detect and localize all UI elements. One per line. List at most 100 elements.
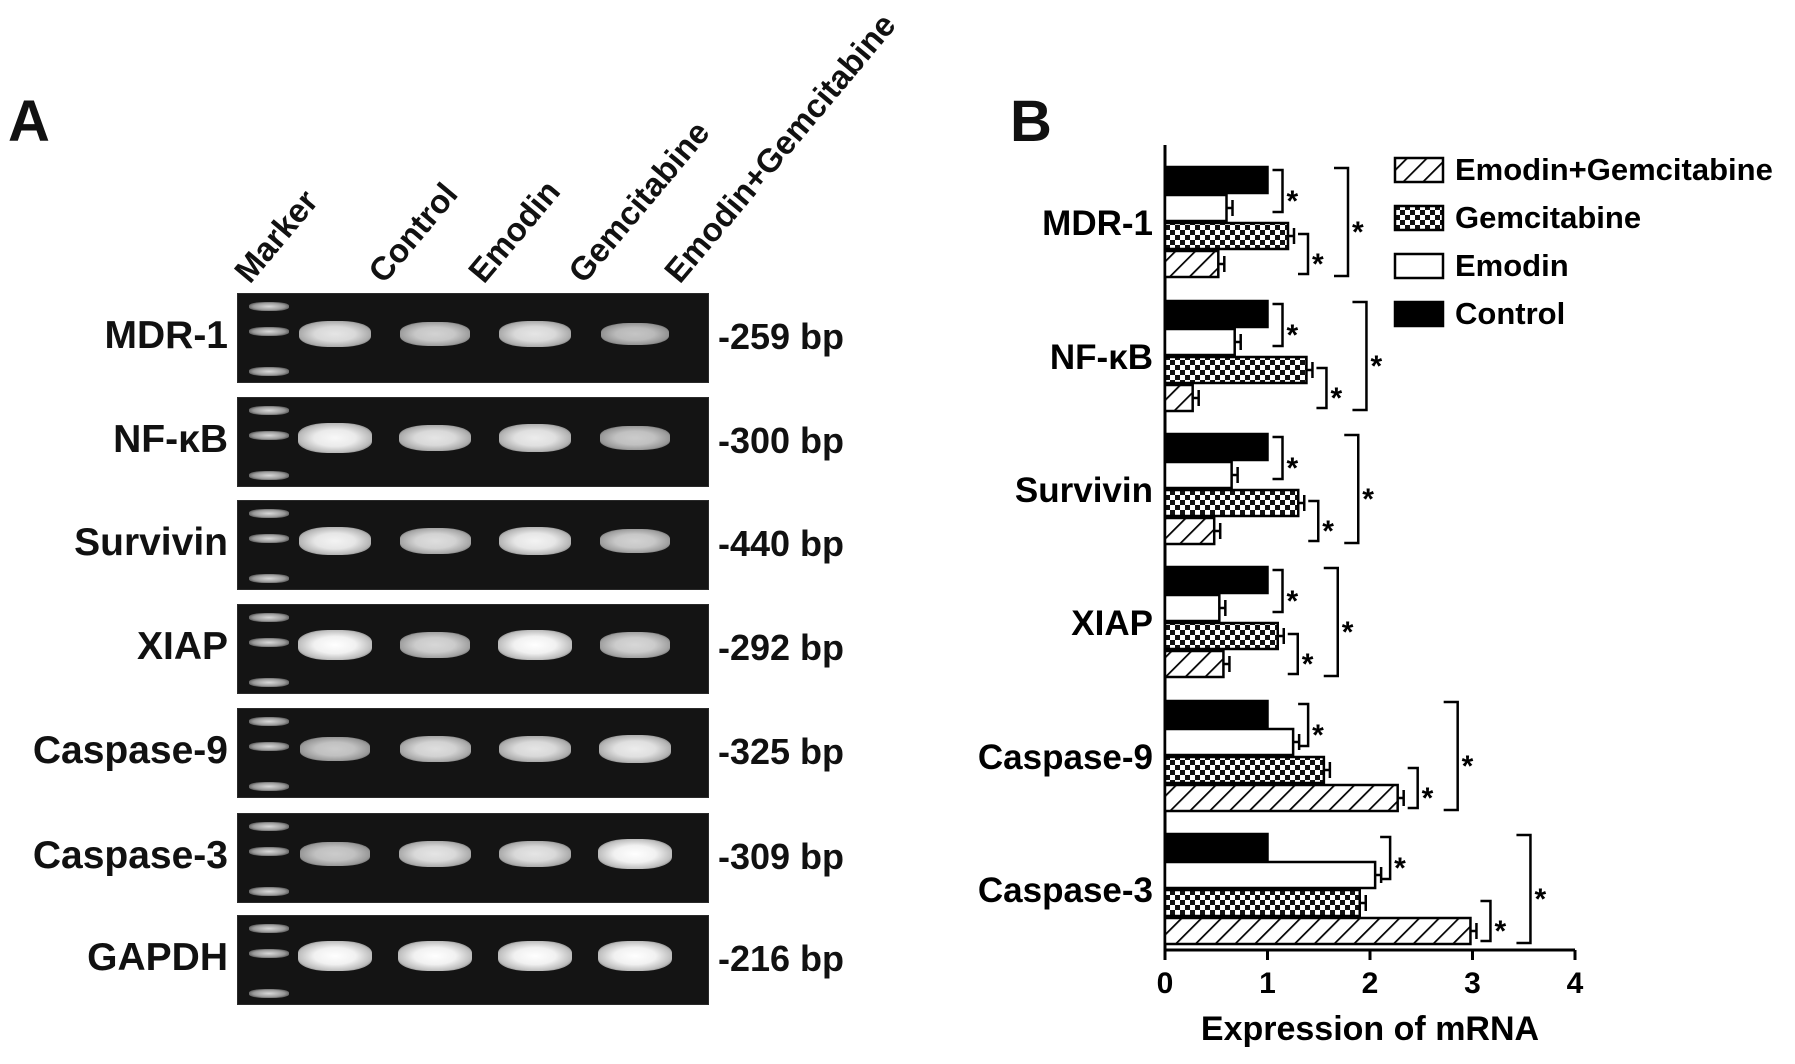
- gel-band: [400, 321, 470, 347]
- marker-band: [249, 717, 289, 726]
- category-label: NF-κB: [1050, 338, 1153, 377]
- bar-control: [1163, 699, 1269, 729]
- bar-control: [1163, 165, 1269, 195]
- significance-bracket: [1352, 300, 1368, 412]
- category-label: Survivin: [1015, 471, 1153, 510]
- significance-bracket: [1308, 499, 1320, 543]
- significance-bracket: [1407, 766, 1419, 810]
- significance-star: *: [1394, 852, 1406, 885]
- gene-label: NF-κB: [113, 418, 228, 461]
- significance-star: *: [1362, 483, 1374, 516]
- x-tick-label: 1: [1259, 967, 1276, 1000]
- legend-swatch: [1393, 156, 1445, 184]
- x-tick-label: 0: [1157, 967, 1174, 1000]
- gel-band: [600, 528, 670, 554]
- gel-band: [298, 630, 372, 660]
- significance-star: *: [1342, 616, 1354, 649]
- marker-band: [249, 886, 289, 896]
- bar-control: [1163, 299, 1269, 329]
- gel-strip: [237, 813, 709, 903]
- marker-band: [249, 988, 289, 998]
- gel-strip: [237, 915, 709, 1005]
- marker-band: [249, 573, 289, 583]
- gel-strip: [237, 708, 709, 798]
- gel-band: [598, 839, 672, 869]
- significance-star: *: [1422, 782, 1434, 815]
- marker-band: [249, 924, 289, 933]
- gel-band: [600, 426, 670, 450]
- bar-emodin: [1163, 193, 1228, 223]
- legend-label: Emodin+Gemcitabine: [1455, 152, 1773, 187]
- bp-label: -216 bp: [718, 938, 845, 979]
- gel-band: [298, 526, 372, 556]
- significance-star: *: [1287, 585, 1299, 618]
- bar-emodin-gemcitabine: [1163, 249, 1220, 279]
- bar-gemcitabine: [1163, 221, 1290, 251]
- marker-band: [249, 366, 289, 376]
- gel-band: [399, 424, 471, 452]
- marker-band: [249, 949, 289, 959]
- significance-bracket: [1443, 700, 1459, 812]
- bp-label: -292 bp: [718, 627, 845, 668]
- marker-band: [249, 431, 289, 441]
- significance-bracket: [1272, 435, 1284, 481]
- significance-bracket: [1316, 366, 1328, 410]
- bar-emodin: [1163, 327, 1236, 357]
- significance-bracket: [1272, 168, 1284, 214]
- marker-band: [249, 677, 289, 687]
- bar-emodin: [1163, 460, 1233, 490]
- bar-emodin-gemcitabine: [1163, 516, 1216, 546]
- legend-swatch: [1393, 252, 1445, 280]
- x-tick-label: 3: [1464, 967, 1481, 1000]
- legend-swatch: [1393, 300, 1445, 328]
- marker-band: [249, 781, 289, 791]
- bar-gemcitabine: [1163, 621, 1279, 651]
- marker-band: [249, 406, 289, 415]
- gel-band: [498, 526, 572, 556]
- x-axis-title: Expression of mRNA: [1201, 1010, 1539, 1048]
- significance-bracket: [1287, 632, 1299, 676]
- significance-star: *: [1534, 883, 1546, 916]
- gel-band: [600, 322, 670, 346]
- gel-band: [598, 735, 672, 763]
- significance-bracket: [1516, 833, 1532, 945]
- bar-emodin-gemcitabine: [1163, 649, 1225, 679]
- gene-label: Caspase-9: [32, 729, 228, 772]
- category-label: Caspase-9: [978, 738, 1153, 777]
- bar-emodin: [1163, 860, 1377, 890]
- category-label: XIAP: [1071, 604, 1153, 643]
- significance-bracket: [1380, 835, 1392, 881]
- gel-strip: [237, 604, 709, 694]
- gel-band: [298, 941, 372, 971]
- legend-swatch: [1393, 204, 1445, 232]
- marker-band: [249, 638, 289, 648]
- bar-control: [1163, 565, 1269, 595]
- gel-band: [399, 632, 471, 658]
- gel-strip: [237, 293, 709, 383]
- marker-band: [249, 534, 289, 544]
- bar-gemcitabine: [1163, 755, 1326, 785]
- bar-emodin: [1163, 727, 1295, 757]
- category-label: Caspase-3: [978, 871, 1153, 910]
- gel-band: [598, 941, 672, 971]
- significance-bracket: [1334, 166, 1350, 278]
- marker-band: [249, 742, 289, 752]
- significance-star: *: [1287, 185, 1299, 218]
- gel-strip: [237, 500, 709, 590]
- bar-emodin-gemcitabine: [1163, 916, 1472, 946]
- gene-label: Survivin: [74, 521, 228, 564]
- marker-band: [249, 822, 289, 831]
- bp-label: -325 bp: [718, 731, 845, 772]
- gel-band: [300, 842, 370, 866]
- bar-emodin-gemcitabine: [1163, 383, 1194, 413]
- significance-star: *: [1322, 515, 1334, 548]
- significance-star: *: [1352, 216, 1364, 249]
- significance-bracket: [1272, 302, 1284, 348]
- bar-control: [1163, 832, 1269, 862]
- significance-bracket: [1298, 232, 1310, 276]
- gel-band: [498, 424, 572, 452]
- gel-band: [300, 737, 370, 761]
- marker-band: [249, 302, 289, 311]
- gel-band: [499, 840, 571, 868]
